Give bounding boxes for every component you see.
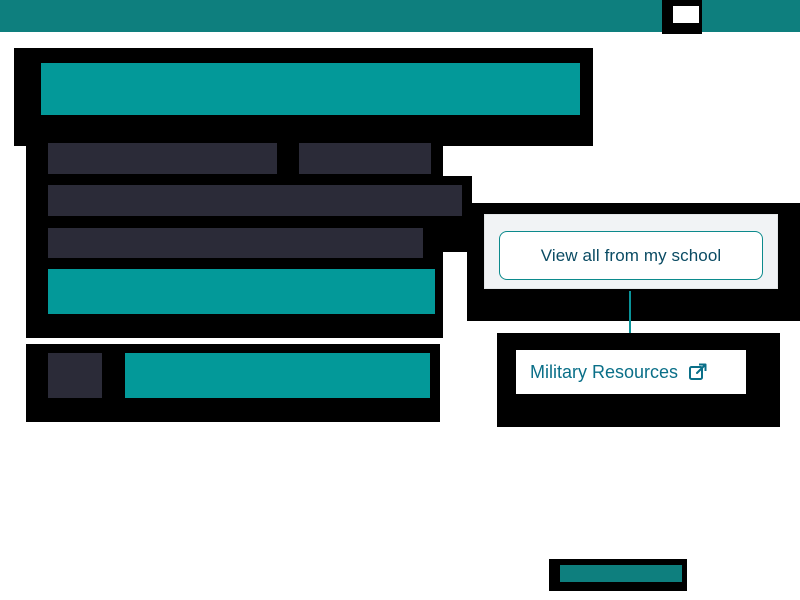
header-menu-button-face[interactable] [673, 6, 699, 23]
title-bar [41, 63, 580, 115]
info-line-2 [48, 185, 462, 216]
info-line-3 [48, 228, 423, 258]
secondary-action-bar[interactable] [125, 353, 430, 398]
info-line-1b [299, 143, 431, 174]
military-resources-label: Military Resources [530, 361, 679, 382]
view-all-button-label: View all from my school [540, 245, 722, 265]
primary-action-bar[interactable] [48, 269, 435, 314]
external-link-icon [688, 362, 708, 382]
info-block-backdrop-ext2 [422, 220, 472, 252]
military-resources-link[interactable]: Military Resources [516, 350, 746, 394]
info-line-1a [48, 143, 277, 174]
view-all-from-my-school-button[interactable]: View all from my school [499, 231, 763, 280]
callout-connector-line [629, 291, 631, 347]
row-icon-placeholder [48, 353, 102, 398]
bottom-button[interactable] [560, 565, 682, 582]
